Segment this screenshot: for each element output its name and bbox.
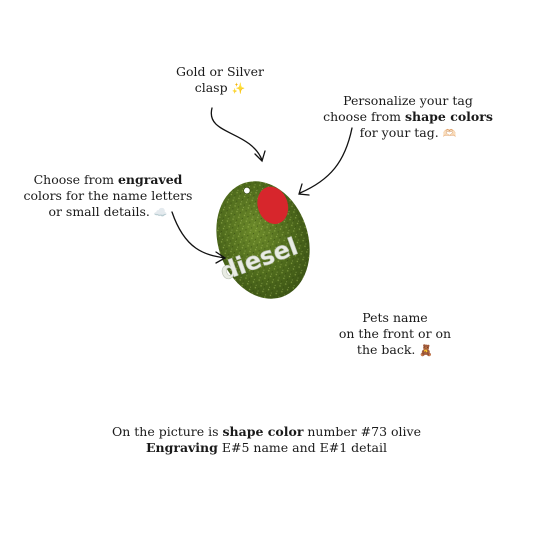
curved-arrow-icon	[171, 211, 227, 264]
olive-tag	[216, 181, 310, 299]
clasp-line2: clasp	[194, 80, 228, 95]
engraved-line1-pre: Choose from	[33, 172, 118, 187]
caption-line2-post: E#5 name and E#1 detail	[217, 440, 387, 455]
caption-line1-bold: shape color	[222, 424, 304, 439]
engraved-line2: colors for the name letters	[23, 188, 193, 203]
pets-line1: Pets name	[362, 310, 428, 325]
pets-name-note: Pets name on the front or on the back. 🧸	[335, 310, 455, 359]
pimento-detail	[257, 186, 289, 224]
clasp-note: Gold or Silver clasp ✨	[160, 64, 280, 97]
engraved-line1-bold: engraved	[117, 172, 183, 187]
shape-line3: for your tag.	[359, 125, 439, 140]
caption-line1-post: number #73 olive	[303, 424, 422, 439]
pets-line2: on the front or on	[338, 326, 452, 341]
engraved-line3: or small details.	[48, 204, 150, 219]
shape-color-note: Personalize your tag choose from shape c…	[318, 93, 498, 142]
teddy-bear-icon: 🧸	[419, 344, 434, 357]
curved-arrow-icon	[210, 107, 266, 163]
shape-line2-pre: choose from	[323, 109, 405, 124]
sparkles-icon: ✨	[231, 82, 246, 95]
cloud-icon: ☁️	[153, 206, 168, 219]
caption: On the picture is shape color number #73…	[60, 424, 473, 456]
shape-line1: Personalize your tag	[343, 93, 473, 108]
engraved-color-note: Choose from engraved colors for the name…	[18, 172, 198, 221]
shape-line2-bold: shape colors	[404, 109, 493, 124]
curved-arrow-icon	[298, 127, 353, 196]
clasp-hole	[243, 187, 251, 195]
clasp-line1: Gold or Silver	[176, 64, 264, 79]
heart-hands-icon: 🫶🏻	[442, 127, 457, 140]
caption-line2-bold: Engraving	[146, 440, 218, 455]
caption-line1-pre: On the picture is	[111, 424, 223, 439]
pets-line3: the back.	[356, 342, 416, 357]
